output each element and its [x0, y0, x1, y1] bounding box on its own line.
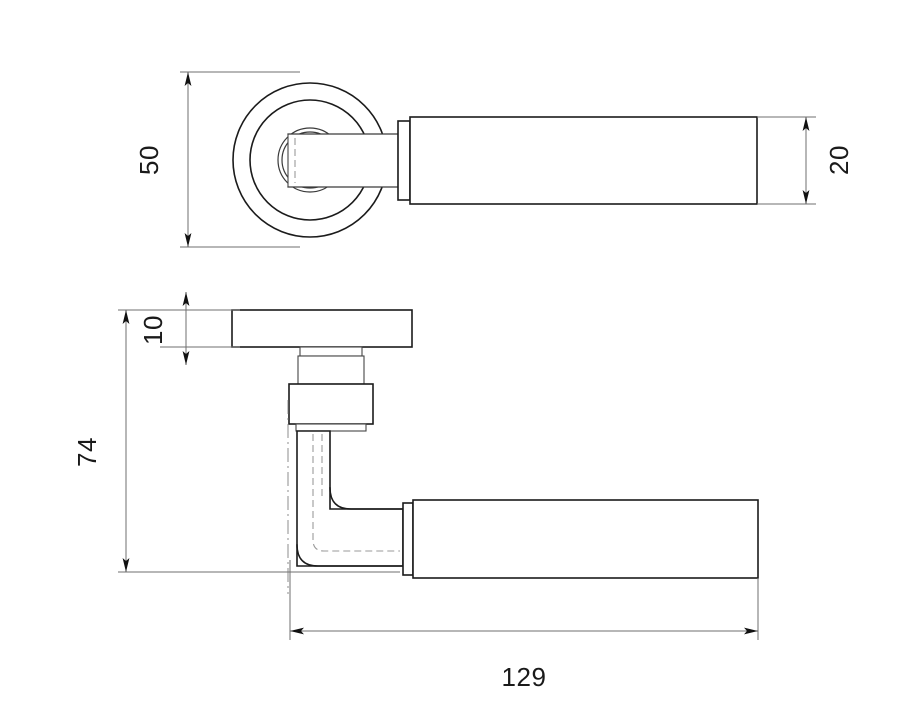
dimension-74-label: 74: [72, 437, 102, 467]
side-view-collar-block: [288, 383, 374, 425]
dimension-50-group: 50: [134, 71, 300, 248]
side-view-neck-hidden-line: [312, 434, 400, 552]
side-view-rose-plate: [231, 309, 413, 348]
front-view-collar: [397, 120, 411, 201]
side-view-elbow-inner-radius: [329, 487, 404, 510]
side-view-plate-step: [299, 346, 363, 357]
front-view-neck-bar: [287, 133, 399, 188]
side-view-elbow-outer-radius: [296, 544, 404, 567]
dimension-20-label: 20: [824, 145, 854, 175]
front-view-group: 50 20: [134, 71, 854, 248]
dimension-10-label: 10: [138, 315, 168, 345]
dimension-129-group: 129: [289, 560, 759, 692]
side-view-collar-base-step: [295, 423, 367, 432]
side-view-upper-collar: [297, 355, 365, 385]
dimension-129-label: 129: [502, 662, 547, 692]
dimension-20-group: 20: [757, 116, 854, 205]
side-view-lever-collar: [402, 502, 414, 576]
dimension-10-group: 10: [138, 292, 240, 365]
side-view-group: 10 74 129: [72, 292, 759, 692]
dimension-50-label: 50: [134, 145, 164, 175]
dimension-74-group: 74: [72, 309, 400, 573]
side-view-lever-bar: [412, 499, 759, 579]
front-view-lever-bar: [409, 116, 758, 205]
